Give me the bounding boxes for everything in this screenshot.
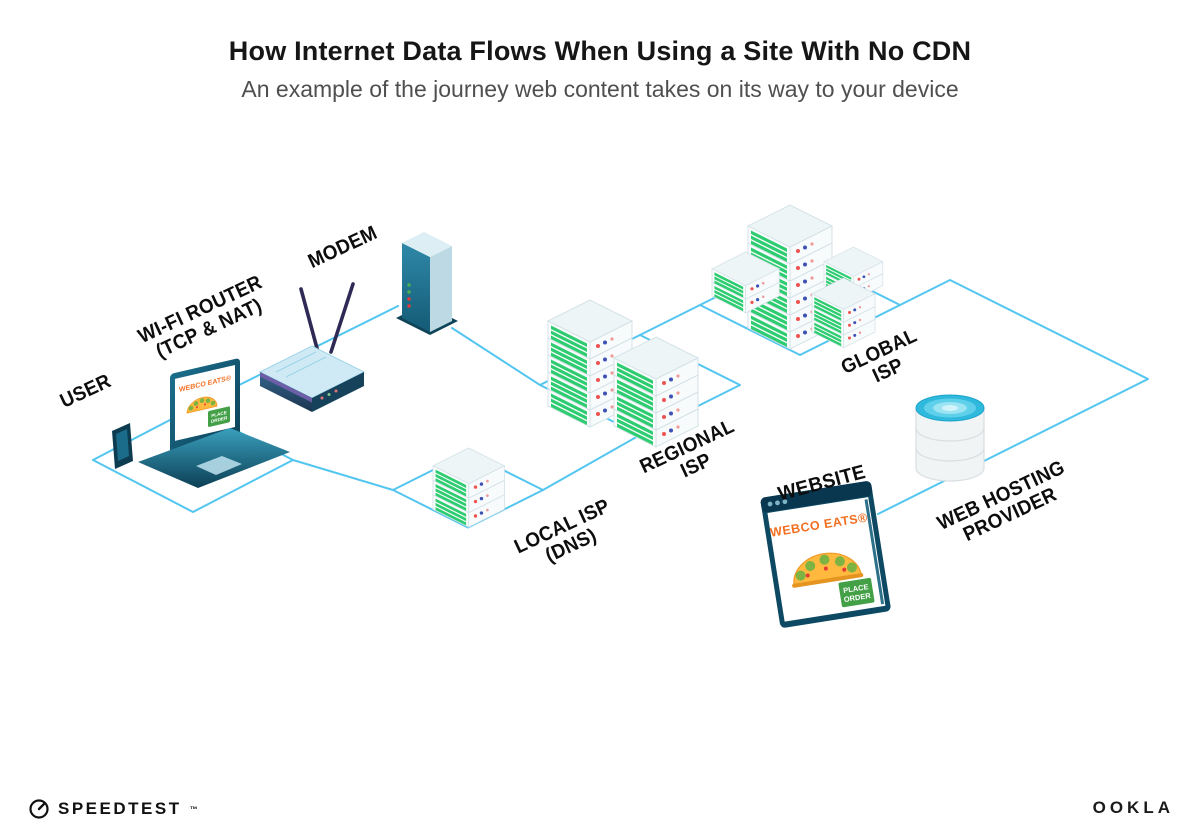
router-accent-stripe — [260, 372, 312, 403]
laptop-illustration: WEBCO EATS® PLACE ORDER — [112, 358, 290, 488]
modem-regional-line — [451, 327, 541, 386]
router-antenna-left — [299, 287, 320, 354]
ookla-logo: OOKLA — [1093, 798, 1174, 818]
speedtest-logo: SPEEDTEST ™ — [28, 798, 198, 820]
speedtest-gauge-icon — [29, 799, 49, 819]
website-order-button-text2: ORDER — [843, 591, 872, 604]
modem-front — [402, 243, 430, 332]
hosting-database-illustration — [915, 394, 985, 482]
ookla-wordmark: OOKLA — [1092, 798, 1174, 817]
regional-isp-servers — [547, 299, 699, 448]
global-hosting-website-line — [877, 279, 1149, 515]
speedtest-trademark: ™ — [189, 804, 198, 814]
laptop-taco-graphic — [186, 396, 218, 414]
router-front-right — [312, 372, 364, 412]
router-antenna-right — [329, 282, 355, 354]
global-isp-servers — [711, 204, 884, 350]
website-illustration: WEBCO EATS® PLACE ORDER — [760, 481, 891, 628]
website-order-button — [838, 577, 875, 608]
modem-top — [402, 232, 452, 257]
modem-side — [430, 246, 452, 332]
browser-topbar — [760, 481, 873, 513]
localisp-regional-line — [542, 434, 641, 491]
laptop-order-button-text1: PLACE — [211, 410, 227, 419]
laptop-order-button — [208, 406, 230, 427]
page-title: How Internet Data Flows When Using a Sit… — [228, 36, 972, 66]
website-order-button-text1: PLACE — [843, 582, 870, 595]
phone-illustration — [112, 423, 133, 469]
modem-illustration — [396, 232, 458, 335]
user-localisp-line — [292, 459, 394, 491]
database-body — [915, 408, 985, 482]
page-subtitle: An example of the journey web content ta… — [241, 76, 959, 102]
laptop-base — [138, 428, 290, 488]
laptop-order-button-text2: ORDER — [211, 415, 228, 424]
browser-scrollbar — [864, 499, 885, 605]
regional-global-line — [639, 304, 701, 336]
speedtest-wordmark: SPEEDTEST — [58, 799, 182, 818]
website-taco-graphic — [792, 552, 864, 588]
laptop-trackpad — [196, 456, 242, 475]
router-illustration — [258, 282, 366, 412]
